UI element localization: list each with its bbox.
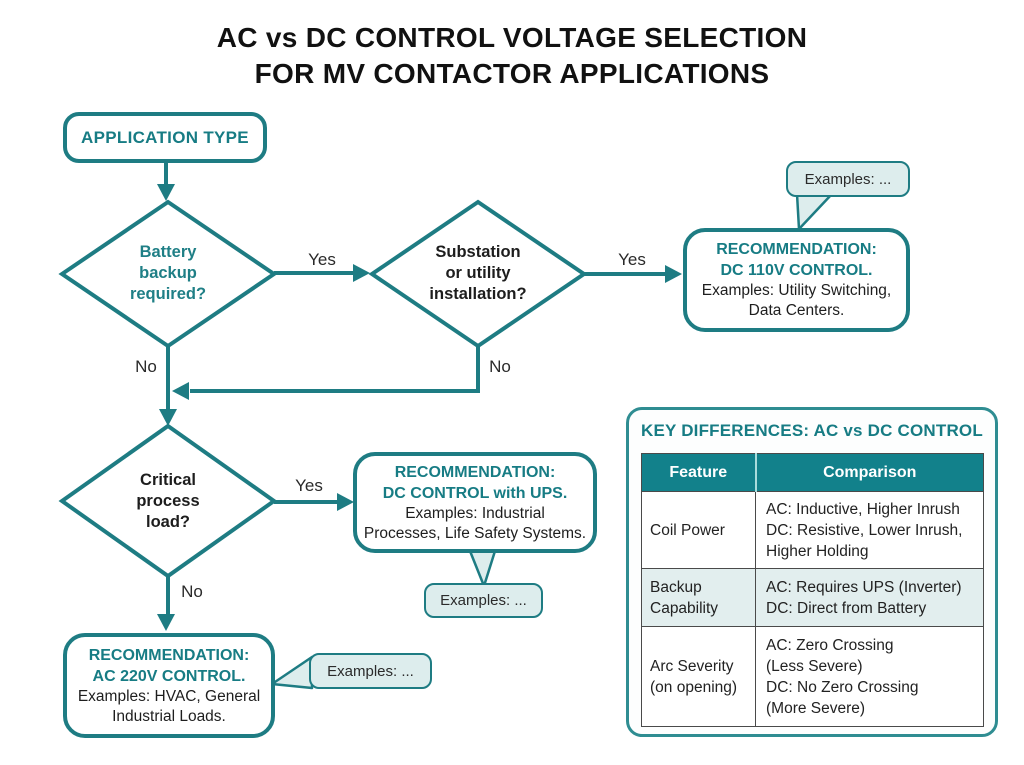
recommendation-dc-ups-body: Examples: Industrial Processes, Life Saf… — [363, 504, 587, 542]
edge-label-yes-substation: Yes — [618, 250, 646, 269]
edge-label-no-battery: No — [135, 357, 157, 376]
table-header-row: Feature Comparison — [641, 453, 984, 492]
recommendation-dc110-box: RECOMMENDATION: DC 110V CONTROL. Example… — [683, 228, 910, 332]
table-cell-feature: Backup Capability — [641, 568, 756, 627]
decision-critical-shape — [58, 423, 278, 579]
table-header-feature: Feature — [641, 453, 757, 492]
decision-diamonds — [58, 199, 588, 579]
recommendation-dc-ups-title: RECOMMENDATION: DC CONTROL with UPS. — [382, 463, 568, 502]
edge-label-yes-battery: Yes — [308, 250, 336, 269]
edge-label-no-critical: No — [181, 582, 203, 601]
recommendation-ac220-title: RECOMMENDATION: AC 220V CONTROL. — [88, 646, 250, 685]
callout-tail-dc110 — [795, 192, 833, 231]
start-node: APPLICATION TYPE — [63, 112, 267, 163]
decision-critical-label: Critical process load? — [136, 471, 200, 531]
callout-tail-ac220 — [270, 655, 314, 690]
key-differences-table: Feature Comparison Coil Power AC: Induct… — [641, 453, 984, 727]
examples-callout-ac220: Examples: ... — [309, 653, 432, 689]
edge-label-no-substation: No — [489, 357, 511, 376]
table-cell-comparison: AC: Zero Crossing (Less Severe) DC: No Z… — [755, 626, 984, 727]
examples-callout-dc-ups: Examples: ... — [424, 583, 543, 618]
table-cell-comparison: AC: Requires UPS (Inverter) DC: Direct f… — [755, 568, 984, 627]
table-cell-feature: Coil Power — [641, 491, 756, 569]
table-cell-comparison: AC: Inductive, Higher Inrush DC: Resisti… — [755, 491, 984, 569]
recommendation-dc110-title: RECOMMENDATION: DC 110V CONTROL. — [716, 241, 877, 279]
table-row: Backup Capability AC: Requires UPS (Inve… — [641, 568, 984, 627]
examples-callout-dc110: Examples: ... — [786, 161, 910, 197]
table-row: Arc Severity (on opening) AC: Zero Cross… — [641, 626, 984, 727]
table-row: Coil Power AC: Inductive, Higher Inrush … — [641, 491, 984, 569]
table-cell-feature: Arc Severity (on opening) — [641, 626, 756, 727]
start-node-label: APPLICATION TYPE — [81, 127, 249, 147]
decision-substation-label: Substation or utility installation? — [429, 243, 527, 303]
decision-battery-label: Battery backup required? — [129, 243, 207, 303]
callout-tail-ups — [468, 549, 497, 588]
recommendation-ac220-box: RECOMMENDATION: AC 220V CONTROL. Example… — [63, 633, 275, 738]
key-differences-title: KEY DIFFERENCES: AC vs DC CONTROL — [641, 421, 983, 440]
decision-substation-shape — [368, 199, 588, 349]
flow-connectors — [164, 163, 668, 616]
arrowheads — [157, 184, 682, 631]
key-differences-panel: KEY DIFFERENCES: AC vs DC CONTROL Featur… — [626, 407, 998, 737]
page-title: AC vs DC CONTROL VOLTAGE SELECTION FOR M… — [216, 22, 808, 89]
decision-battery-shape — [58, 199, 278, 349]
recommendation-ac220-body: Examples: HVAC, General Industrial Loads… — [77, 687, 261, 725]
callout-tails — [270, 192, 833, 690]
recommendation-dc110-body: Examples: Utility Switching, Data Center… — [701, 282, 892, 319]
recommendation-dc-ups-box: RECOMMENDATION: DC CONTROL with UPS. Exa… — [353, 452, 597, 553]
table-header-comparison: Comparison — [755, 453, 984, 492]
edge-label-yes-critical: Yes — [295, 476, 323, 495]
